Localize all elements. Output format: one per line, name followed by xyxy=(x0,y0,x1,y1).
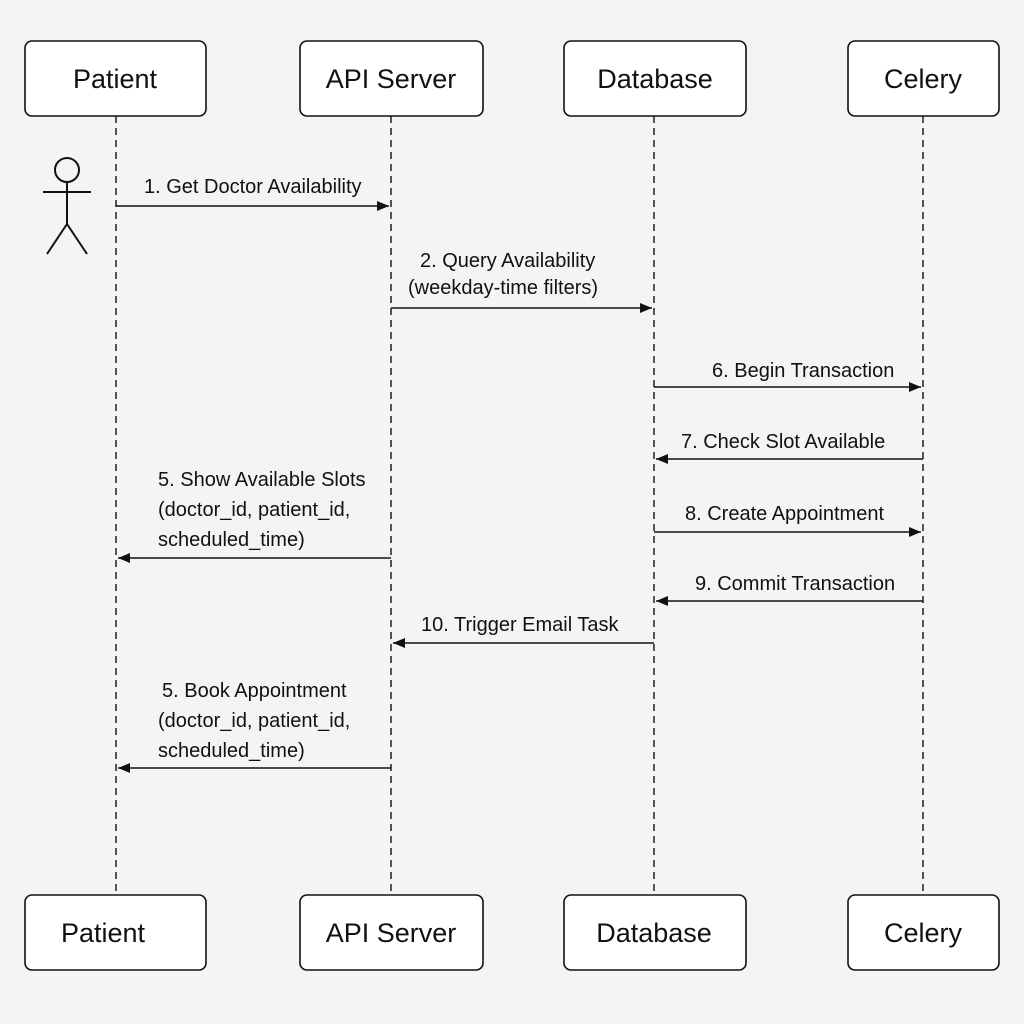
message-label: 10. Trigger Email Task xyxy=(421,614,619,636)
message-8-create-appointment: 8. Create Appointment xyxy=(654,503,921,537)
message-label: 5. Show Available Slots xyxy=(158,469,366,491)
message-label: 9. Commit Transaction xyxy=(695,573,895,595)
message-label: 2. Query Availability xyxy=(420,250,595,272)
message-9-commit-transaction: 9. Commit Transaction xyxy=(656,573,923,606)
participant-box-bottom-celery: Celery xyxy=(847,894,1000,971)
participant-box-bottom-patient: Patient xyxy=(24,894,207,971)
participant-label: Database xyxy=(596,918,712,948)
participant-label: Patient xyxy=(61,918,146,948)
message-label: 5. Book Appointment xyxy=(162,680,347,702)
participant-box-top-patient: Patient xyxy=(24,40,207,117)
participant-box-top-database: Database xyxy=(563,40,747,117)
participant-box-top-celery: Celery xyxy=(847,40,1000,117)
message-label: (doctor_id, patient_id, xyxy=(158,710,350,732)
participant-label: Database xyxy=(597,64,713,94)
participant-label: API Server xyxy=(326,64,457,94)
message-10-trigger-email-task: 10. Trigger Email Task xyxy=(393,614,654,648)
message-label: (doctor_id, patient_id, xyxy=(158,499,350,521)
participant-label: API Server xyxy=(326,918,457,948)
participant-label: Patient xyxy=(73,64,158,94)
message-7-check-slot-available: 7. Check Slot Available xyxy=(656,431,923,464)
message-5-book-appointment: 5. Book Appointment (doctor_id, patient_… xyxy=(118,680,391,773)
message-label: (weekday-time filters) xyxy=(408,277,598,299)
participant-box-bottom-api-server: API Server xyxy=(299,894,484,971)
message-label: scheduled_time) xyxy=(158,740,305,762)
message-label: scheduled_time) xyxy=(158,529,305,551)
message-5-show-available-slots: 5. Show Available Slots (doctor_id, pati… xyxy=(118,469,391,563)
message-label: 7. Check Slot Available xyxy=(681,431,885,453)
message-6-begin-transaction: 6. Begin Transaction xyxy=(654,360,921,392)
participant-box-top-api-server: API Server xyxy=(299,40,484,117)
actor-icon xyxy=(43,157,91,255)
participant-label: Celery xyxy=(884,64,963,94)
participant-box-bottom-database: Database xyxy=(563,894,747,971)
message-1-get-doctor-availability: 1. Get Doctor Availability xyxy=(116,176,389,211)
participant-label: Celery xyxy=(884,918,963,948)
message-label: 8. Create Appointment xyxy=(685,503,884,525)
message-2-query-availability: 2. Query Availability (weekday-time filt… xyxy=(391,250,652,313)
message-label: 1. Get Doctor Availability xyxy=(144,176,362,198)
message-label: 6. Begin Transaction xyxy=(712,360,894,382)
